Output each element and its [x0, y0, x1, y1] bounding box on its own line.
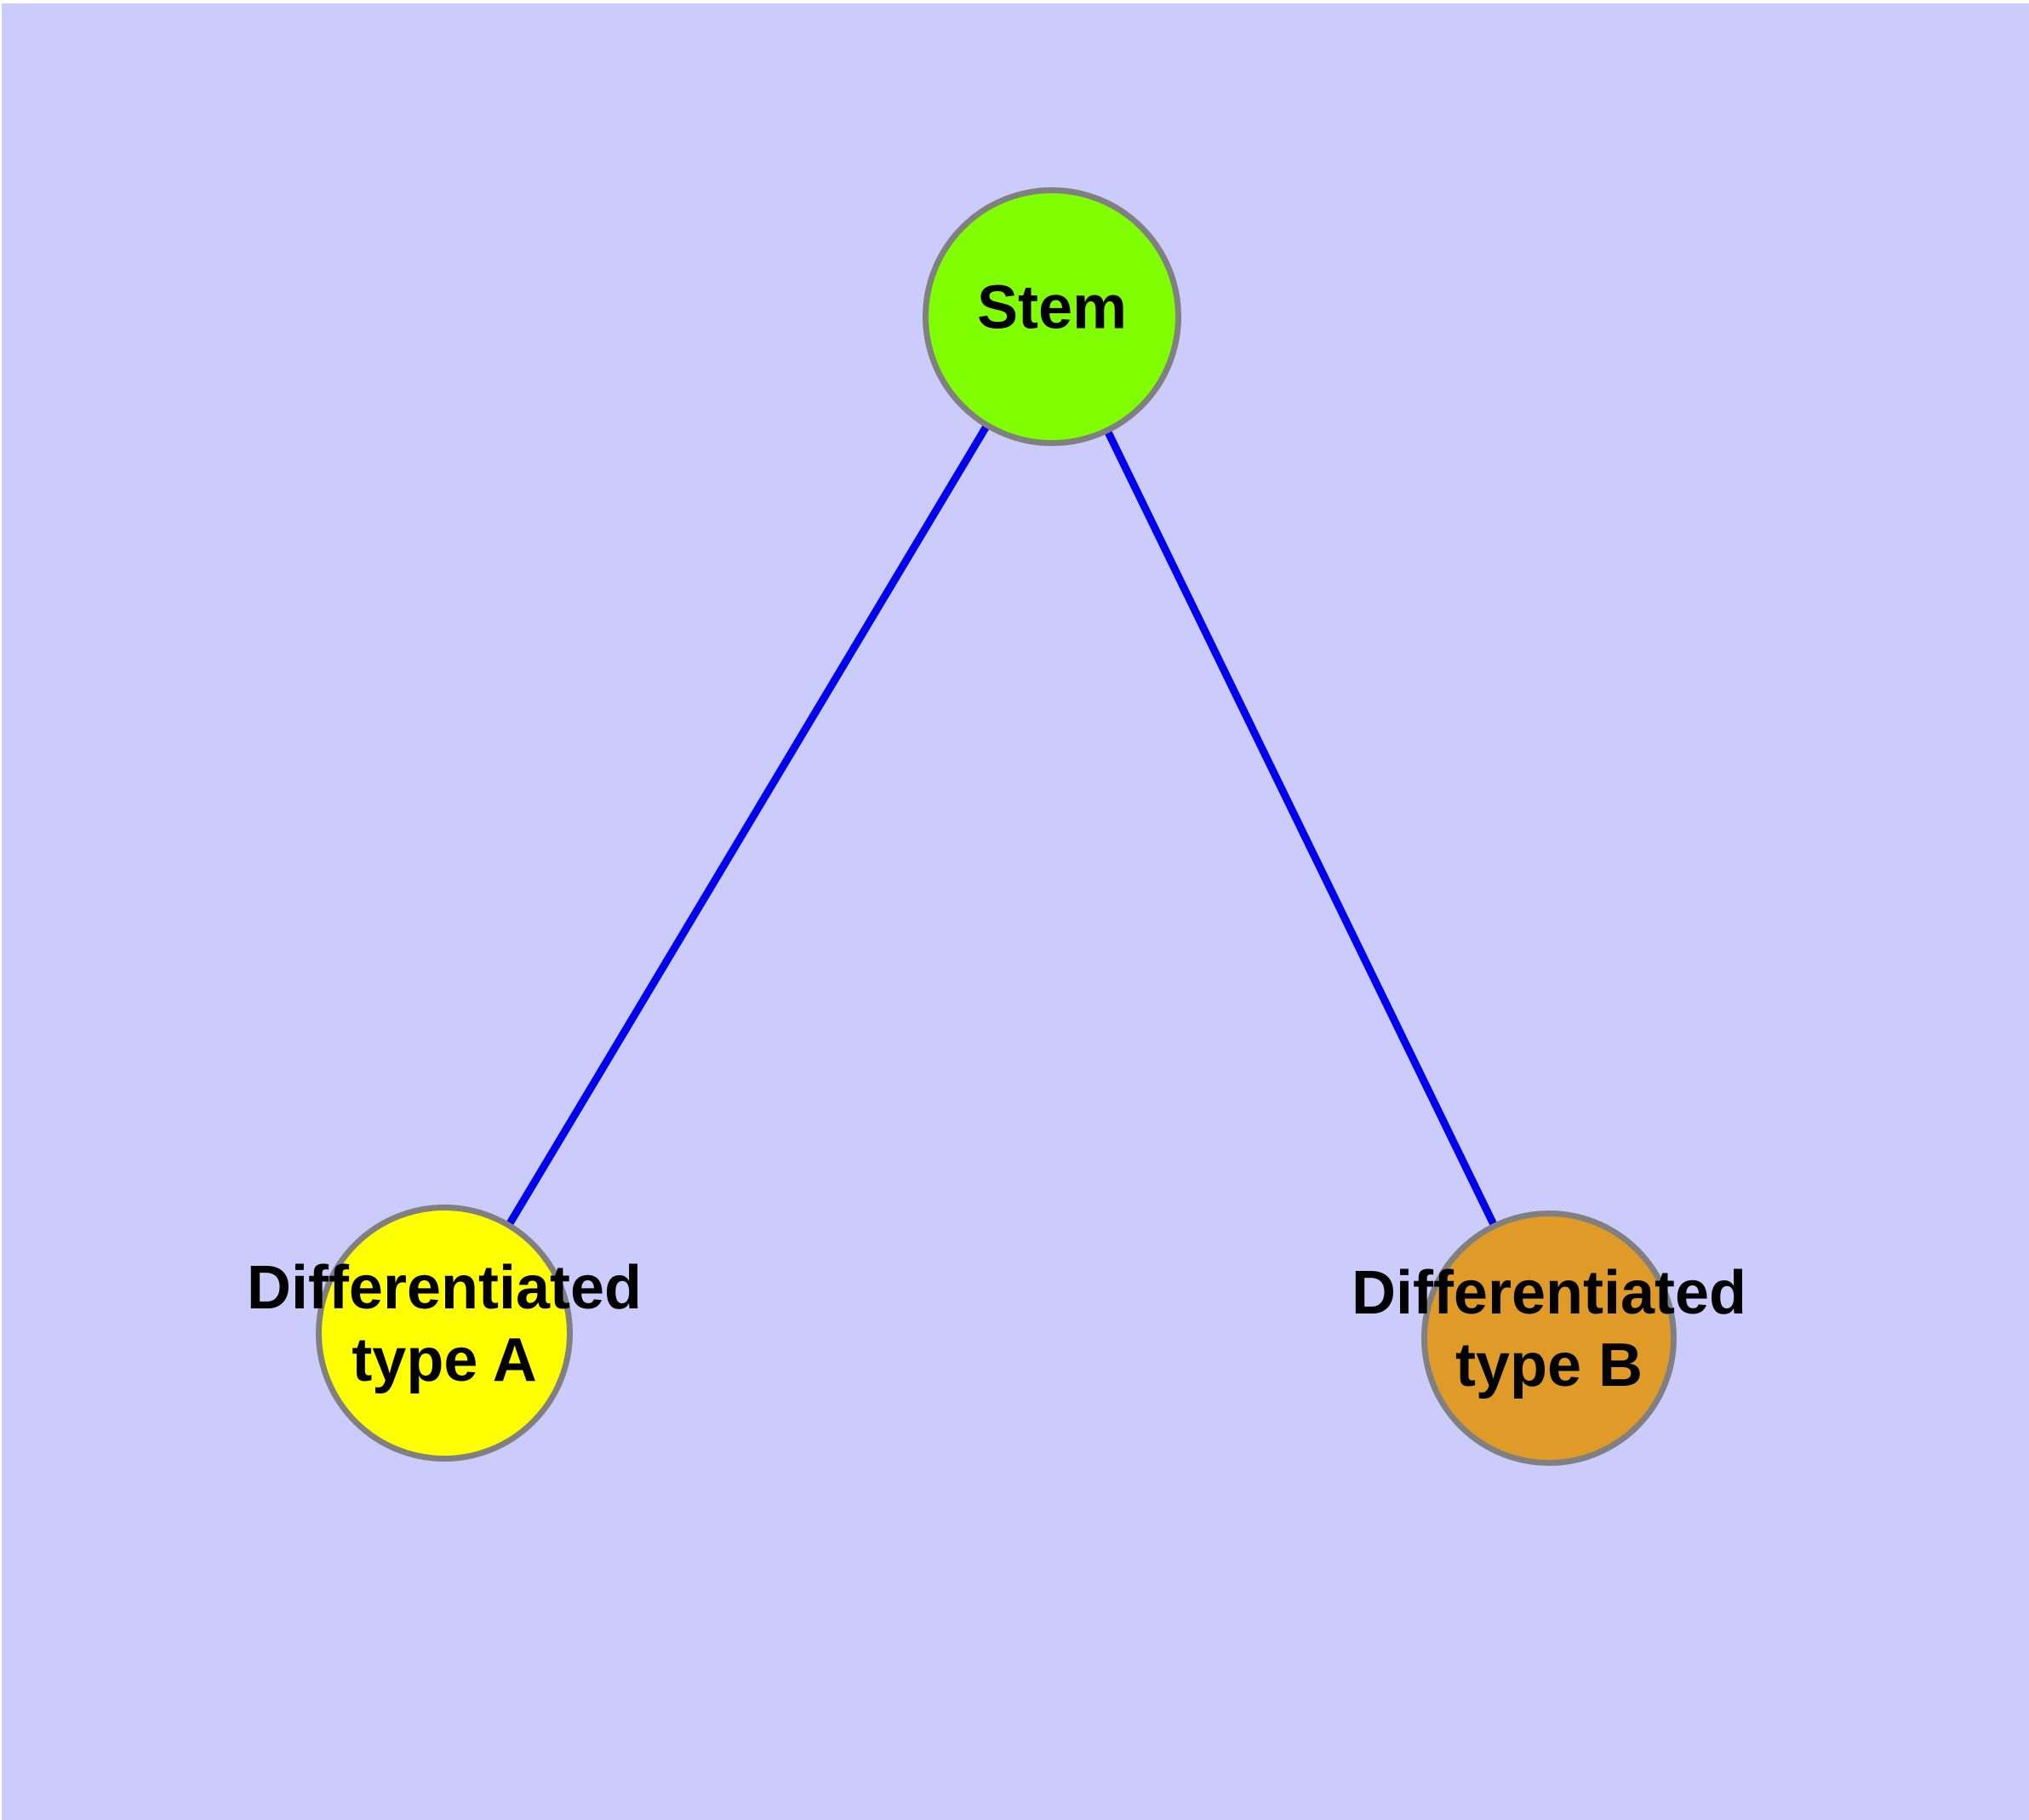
node-layer: [316, 187, 1677, 1466]
node-label-line: type A: [352, 1326, 536, 1394]
edge-stem-diff-a[interactable]: [506, 424, 990, 1227]
node-diff_a[interactable]: [316, 1205, 573, 1462]
edge-stem-diff-b[interactable]: [1104, 429, 1498, 1227]
node-label-line: Differentiated: [247, 1254, 642, 1322]
node-label-line: type B: [1455, 1331, 1643, 1399]
node-label-line: Stem: [977, 274, 1127, 342]
node-stem[interactable]: [923, 187, 1181, 446]
node-label-stem: Stem: [977, 274, 1127, 342]
node-diff_b[interactable]: [1421, 1210, 1677, 1466]
node-label-line: Differentiated: [1352, 1259, 1746, 1327]
edge-layer: [506, 424, 1498, 1227]
